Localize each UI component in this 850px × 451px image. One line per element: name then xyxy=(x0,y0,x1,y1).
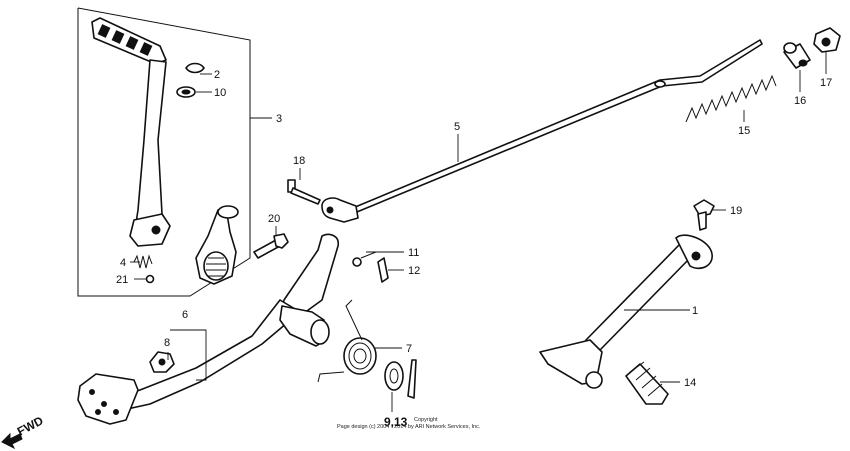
clip-part-2[interactable] xyxy=(185,62,205,74)
copyright: Copyright Page design (c) 2004 - 2014 by… xyxy=(337,417,481,430)
fwd-indicator: FWD xyxy=(1,413,46,450)
pin-part-11[interactable] xyxy=(352,251,377,267)
callout-5: 5 xyxy=(454,121,460,133)
rubber-cover-part-14[interactable] xyxy=(625,361,669,405)
joint-part-16[interactable] xyxy=(783,42,811,69)
callout-15: 15 xyxy=(738,125,750,137)
callout-17: 17 xyxy=(820,77,832,89)
callout-8: 8 xyxy=(164,337,170,349)
bolt-part-19[interactable] xyxy=(693,199,715,231)
callout-4: 4 xyxy=(120,257,126,269)
copyright-line-2: Page design (c) 2004 - 2014 by ARI Netwo… xyxy=(337,424,481,430)
copyright-line-1: Copyright xyxy=(414,417,438,423)
return-spring-part-7[interactable] xyxy=(317,299,377,383)
callout-14: 14 xyxy=(684,377,696,389)
callout-11: 11 xyxy=(408,247,419,259)
callout-9-13: 9,13 xyxy=(384,415,408,429)
callout-1: 1 xyxy=(692,305,698,317)
callout-16: 16 xyxy=(794,95,806,107)
spring-part-4[interactable] xyxy=(133,254,153,269)
callout-2: 2 xyxy=(214,69,220,81)
leader-lines xyxy=(130,52,827,412)
callout-labels: 1 2 3 4 5 6 7 8 9,13 10 11 12 14 15 16 1… xyxy=(116,69,832,429)
nut-part-17[interactable] xyxy=(813,27,841,53)
cotter-pin-part-12[interactable] xyxy=(377,257,389,283)
fwd-label: FWD xyxy=(15,413,46,438)
pin-part-13[interactable] xyxy=(407,359,417,399)
nut-part-8[interactable] xyxy=(149,351,175,373)
washer-part-9[interactable] xyxy=(384,361,404,391)
brake-pedal-part-6[interactable] xyxy=(77,233,340,425)
callout-3: 3 xyxy=(276,113,282,125)
washer-part-10[interactable] xyxy=(176,86,196,98)
bolt-part-18[interactable] xyxy=(287,179,321,205)
bolt-part-20[interactable] xyxy=(253,233,289,259)
callout-12: 12 xyxy=(408,265,420,277)
callout-20: 20 xyxy=(268,213,280,225)
spring-part-15[interactable] xyxy=(685,74,777,123)
callout-10: 10 xyxy=(214,87,226,99)
callout-7: 7 xyxy=(406,343,412,355)
brake-rod-part-5[interactable] xyxy=(321,39,763,223)
callout-19: 19 xyxy=(730,205,742,217)
callout-21: 21 xyxy=(116,274,128,286)
callout-6: 6 xyxy=(182,309,188,321)
fwd-arrow-icon xyxy=(1,432,23,450)
kick-starter-boss[interactable] xyxy=(195,205,239,285)
callout-18: 18 xyxy=(293,155,305,167)
kick-starter-arm[interactable] xyxy=(91,17,171,247)
arm-part-1[interactable] xyxy=(539,234,713,389)
ball-part-21[interactable] xyxy=(145,274,155,284)
